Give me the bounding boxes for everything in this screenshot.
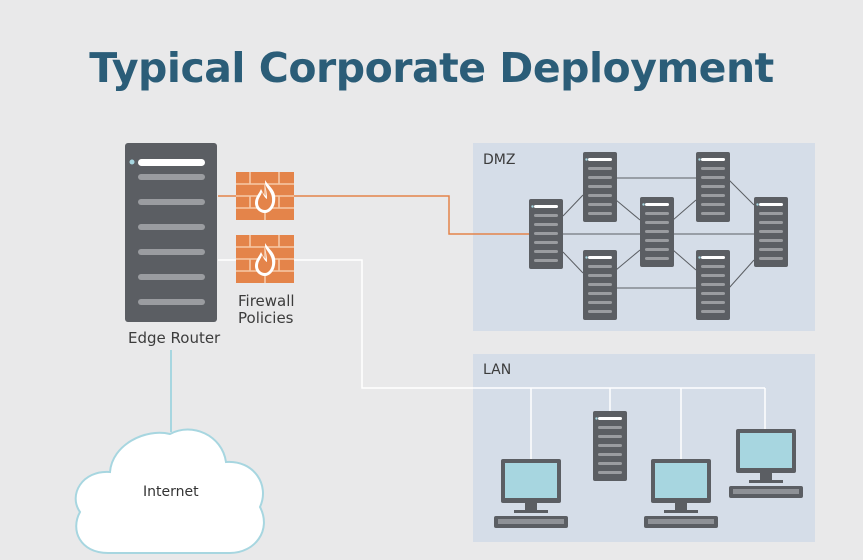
firewall-icon — [235, 171, 295, 221]
firewall-icon — [235, 234, 295, 284]
dmz-label: DMZ — [483, 152, 516, 168]
lan-label: LAN — [483, 362, 512, 378]
server-icon — [529, 199, 563, 269]
lan-drops — [530, 388, 766, 460]
page-title: Typical Corporate Deployment — [89, 44, 774, 92]
firewall-label-line2: Policies — [238, 309, 294, 327]
firewall-label-line1: Firewall — [238, 292, 295, 310]
server-icon — [754, 197, 788, 267]
server-icon — [593, 411, 627, 481]
monitor-icon — [729, 429, 803, 498]
server-icon — [583, 250, 617, 320]
server-icon — [696, 152, 730, 222]
edge-router-label: Edge Router — [128, 329, 221, 347]
cloud-icon — [74, 428, 265, 554]
server-icon — [696, 250, 730, 320]
router-icon — [125, 143, 217, 322]
internet-label: Internet — [143, 484, 199, 500]
monitor-icon — [494, 459, 568, 528]
server-icon — [640, 197, 674, 267]
dmz-mesh — [562, 177, 755, 289]
dmz-link — [218, 195, 530, 235]
server-icon — [583, 152, 617, 222]
monitor-icon — [644, 459, 718, 528]
